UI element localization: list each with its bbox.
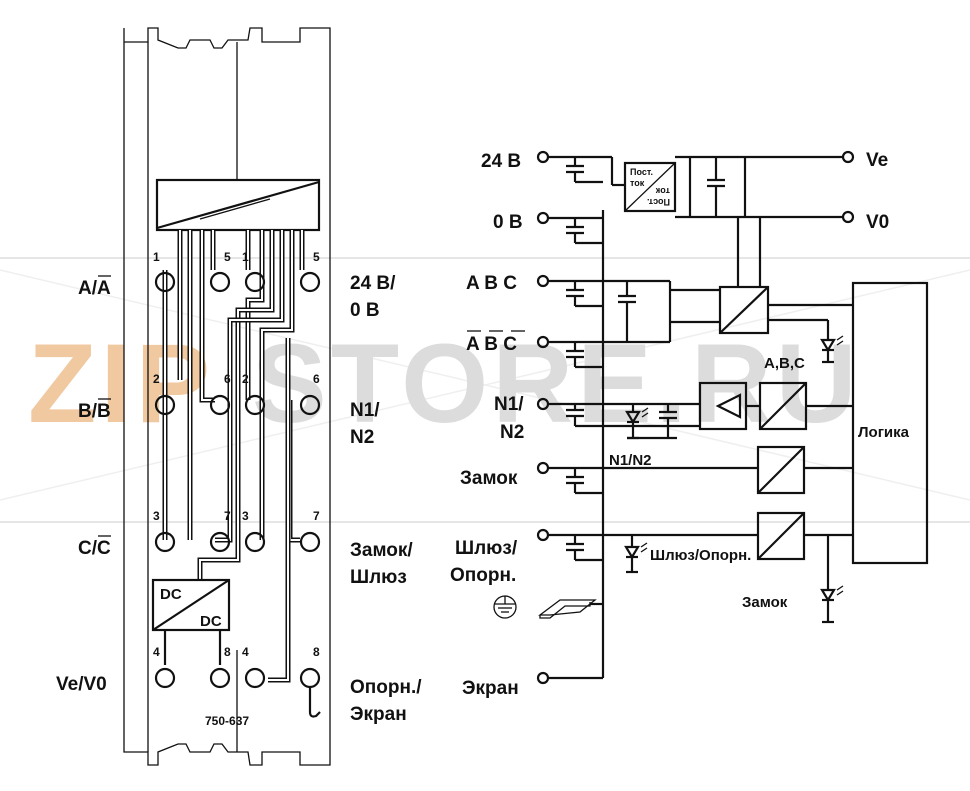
terminal-row-2: 2 6 2 6 [153, 372, 321, 416]
label-screen: Экран [350, 704, 407, 725]
terminal-clamp[interactable] [244, 531, 266, 553]
label-gate-led: Шлюз/Опорн. [650, 547, 751, 564]
ground-icon [493, 595, 517, 619]
input-abc: A B C [466, 273, 517, 294]
pin-number: 3 [153, 509, 160, 523]
label-b-bbar: B/B [78, 401, 111, 422]
terminal-clamp[interactable] [209, 531, 231, 553]
converter-in-label2: ток [630, 178, 645, 188]
abc-isolator [603, 281, 853, 364]
pin-number: 5 [224, 250, 231, 264]
pin-number: 3 [242, 509, 249, 523]
pin-number: 8 [224, 645, 231, 659]
input-gate: Шлюз/ [455, 538, 518, 559]
label-n1n2: N1/N2 [609, 452, 652, 469]
label-logic: Логика [858, 424, 910, 441]
label-ref: Опорн./ [350, 677, 422, 698]
terminal-clamp[interactable] [299, 667, 321, 689]
label-ve-v0: Ve/V0 [56, 674, 107, 695]
pin-number: 5 [313, 250, 320, 264]
output-v0: V0 [866, 212, 889, 233]
terminal-0v[interactable] [536, 211, 550, 225]
terminal-clamp[interactable] [244, 667, 266, 689]
left-labels: A/A B/B C/C Ve/V0 [56, 275, 111, 695]
watermark-zip: ZIP [28, 321, 214, 446]
terminal-row-4: 4 8 4 8 [153, 645, 321, 718]
dc-dc-converter [151, 578, 231, 632]
label-n2: N2 [350, 427, 374, 448]
terminal-clamp[interactable] [209, 394, 231, 416]
pin-number: 2 [153, 372, 160, 386]
pin-number: 2 [242, 372, 249, 386]
terminal-lock[interactable] [536, 461, 550, 475]
label-24v: 24 В/ [350, 273, 396, 294]
label-lock: Замок/ [350, 540, 413, 561]
wire-bundle [162, 230, 305, 683]
terminal-row-3: 3 7 3 7 [153, 509, 321, 553]
terminal-clamp[interactable] [154, 531, 176, 553]
terminal-module: DC DC 1 5 1 5 2 6 2 6 3 7 [56, 27, 422, 766]
terminal-row-1: 1 5 1 5 [153, 250, 321, 293]
terminal-clamp[interactable] [299, 394, 321, 416]
input-filters [548, 155, 758, 680]
terminal-clamp[interactable] [154, 271, 176, 293]
pin-number: 6 [313, 372, 320, 386]
output-v0-terminal[interactable] [841, 210, 855, 224]
input-24v: 24 В [481, 151, 521, 172]
electronics-block [155, 178, 321, 232]
dc-bottom-label: DC [200, 613, 222, 630]
lock-led [820, 535, 844, 624]
terminal-24v[interactable] [536, 150, 550, 164]
circuit-schematic: 24 В 0 В A B C A B C N1/ N2 Замок Шлюз/ … [450, 150, 929, 699]
output-ve: Ve [866, 150, 888, 171]
label-abc: A,B,C [764, 355, 805, 372]
output-ve-terminal[interactable] [841, 150, 855, 164]
converter-in-label: Пост. [630, 167, 653, 177]
n1n2-channel [625, 381, 853, 440]
pin-number: 7 [224, 509, 231, 523]
input-n2: N2 [500, 422, 524, 443]
terminal-clamp[interactable] [209, 667, 231, 689]
din-rail-icon [538, 599, 603, 619]
pin-number: 4 [242, 645, 249, 659]
label-n1: N1/ [350, 400, 380, 421]
input-abc-bar: A B C [466, 334, 517, 355]
terminal-clamp[interactable] [244, 271, 266, 293]
terminal-abc[interactable] [536, 274, 550, 288]
input-0v: 0 В [493, 212, 523, 233]
converter-out-label: Пост. [647, 197, 670, 207]
terminal-screen[interactable] [536, 671, 550, 685]
lock-channel [603, 445, 853, 495]
label-gate: Шлюз [350, 567, 407, 588]
pin-number: 7 [313, 509, 320, 523]
dc-top-label: DC [160, 586, 182, 603]
label-0v: 0 В [350, 300, 380, 321]
pin-number: 6 [224, 372, 231, 386]
terminal-gate[interactable] [536, 528, 550, 542]
terminal-clamp[interactable] [209, 271, 231, 293]
pin-number: 8 [313, 645, 320, 659]
terminal-clamp[interactable] [154, 667, 176, 689]
right-labels: 24 В/ 0 В N1/ N2 Замок/ Шлюз Опорн./ Экр… [350, 273, 422, 725]
converter-out-label2: ток [655, 186, 670, 196]
input-lock: Замок [460, 468, 518, 489]
input-n1: N1/ [494, 394, 524, 415]
input-ref: Опорн. [450, 565, 516, 586]
pin-number: 4 [153, 645, 160, 659]
pin-number: 1 [242, 250, 249, 264]
label-a-abar: A/A [78, 278, 111, 299]
terminal-clamp[interactable] [299, 531, 321, 553]
input-screen: Экран [462, 678, 519, 699]
terminal-clamp[interactable] [154, 394, 176, 416]
terminal-clamp[interactable] [244, 394, 266, 416]
model-number: 750-637 [205, 714, 249, 728]
label-lock-led: Замок [742, 594, 788, 611]
logic-block [851, 281, 929, 565]
dc-converter-block: Пост. ток Пост. ток [623, 155, 842, 287]
label-c-cbar: C/C [78, 538, 111, 559]
terminal-clamp[interactable] [299, 271, 321, 293]
pin-number: 1 [153, 250, 160, 264]
gate-channel [624, 511, 853, 574]
